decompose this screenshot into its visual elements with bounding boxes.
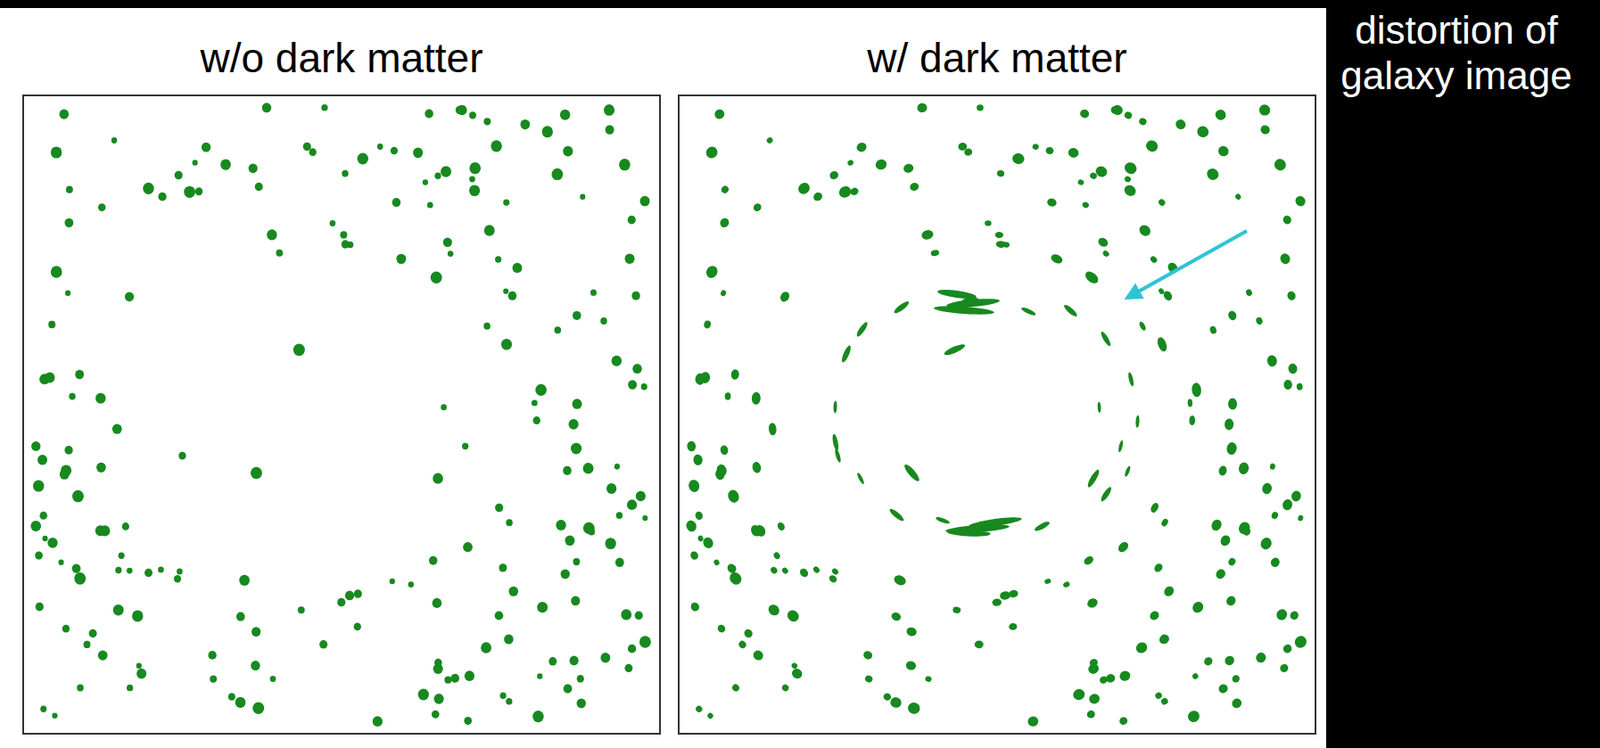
galaxies [30,102,651,727]
leader-arrow [1127,230,1247,298]
white-ground [0,8,1327,748]
galaxy-panel: w/ dark matter [677,94,1317,735]
galaxies [684,102,1310,728]
galaxy-panel: w/o dark matter [22,94,661,735]
panel-title: w/o dark matter [6,33,677,83]
panel-title: w/ dark matter [661,33,1333,83]
callout-label: distortion of galaxy image [1339,7,1574,99]
